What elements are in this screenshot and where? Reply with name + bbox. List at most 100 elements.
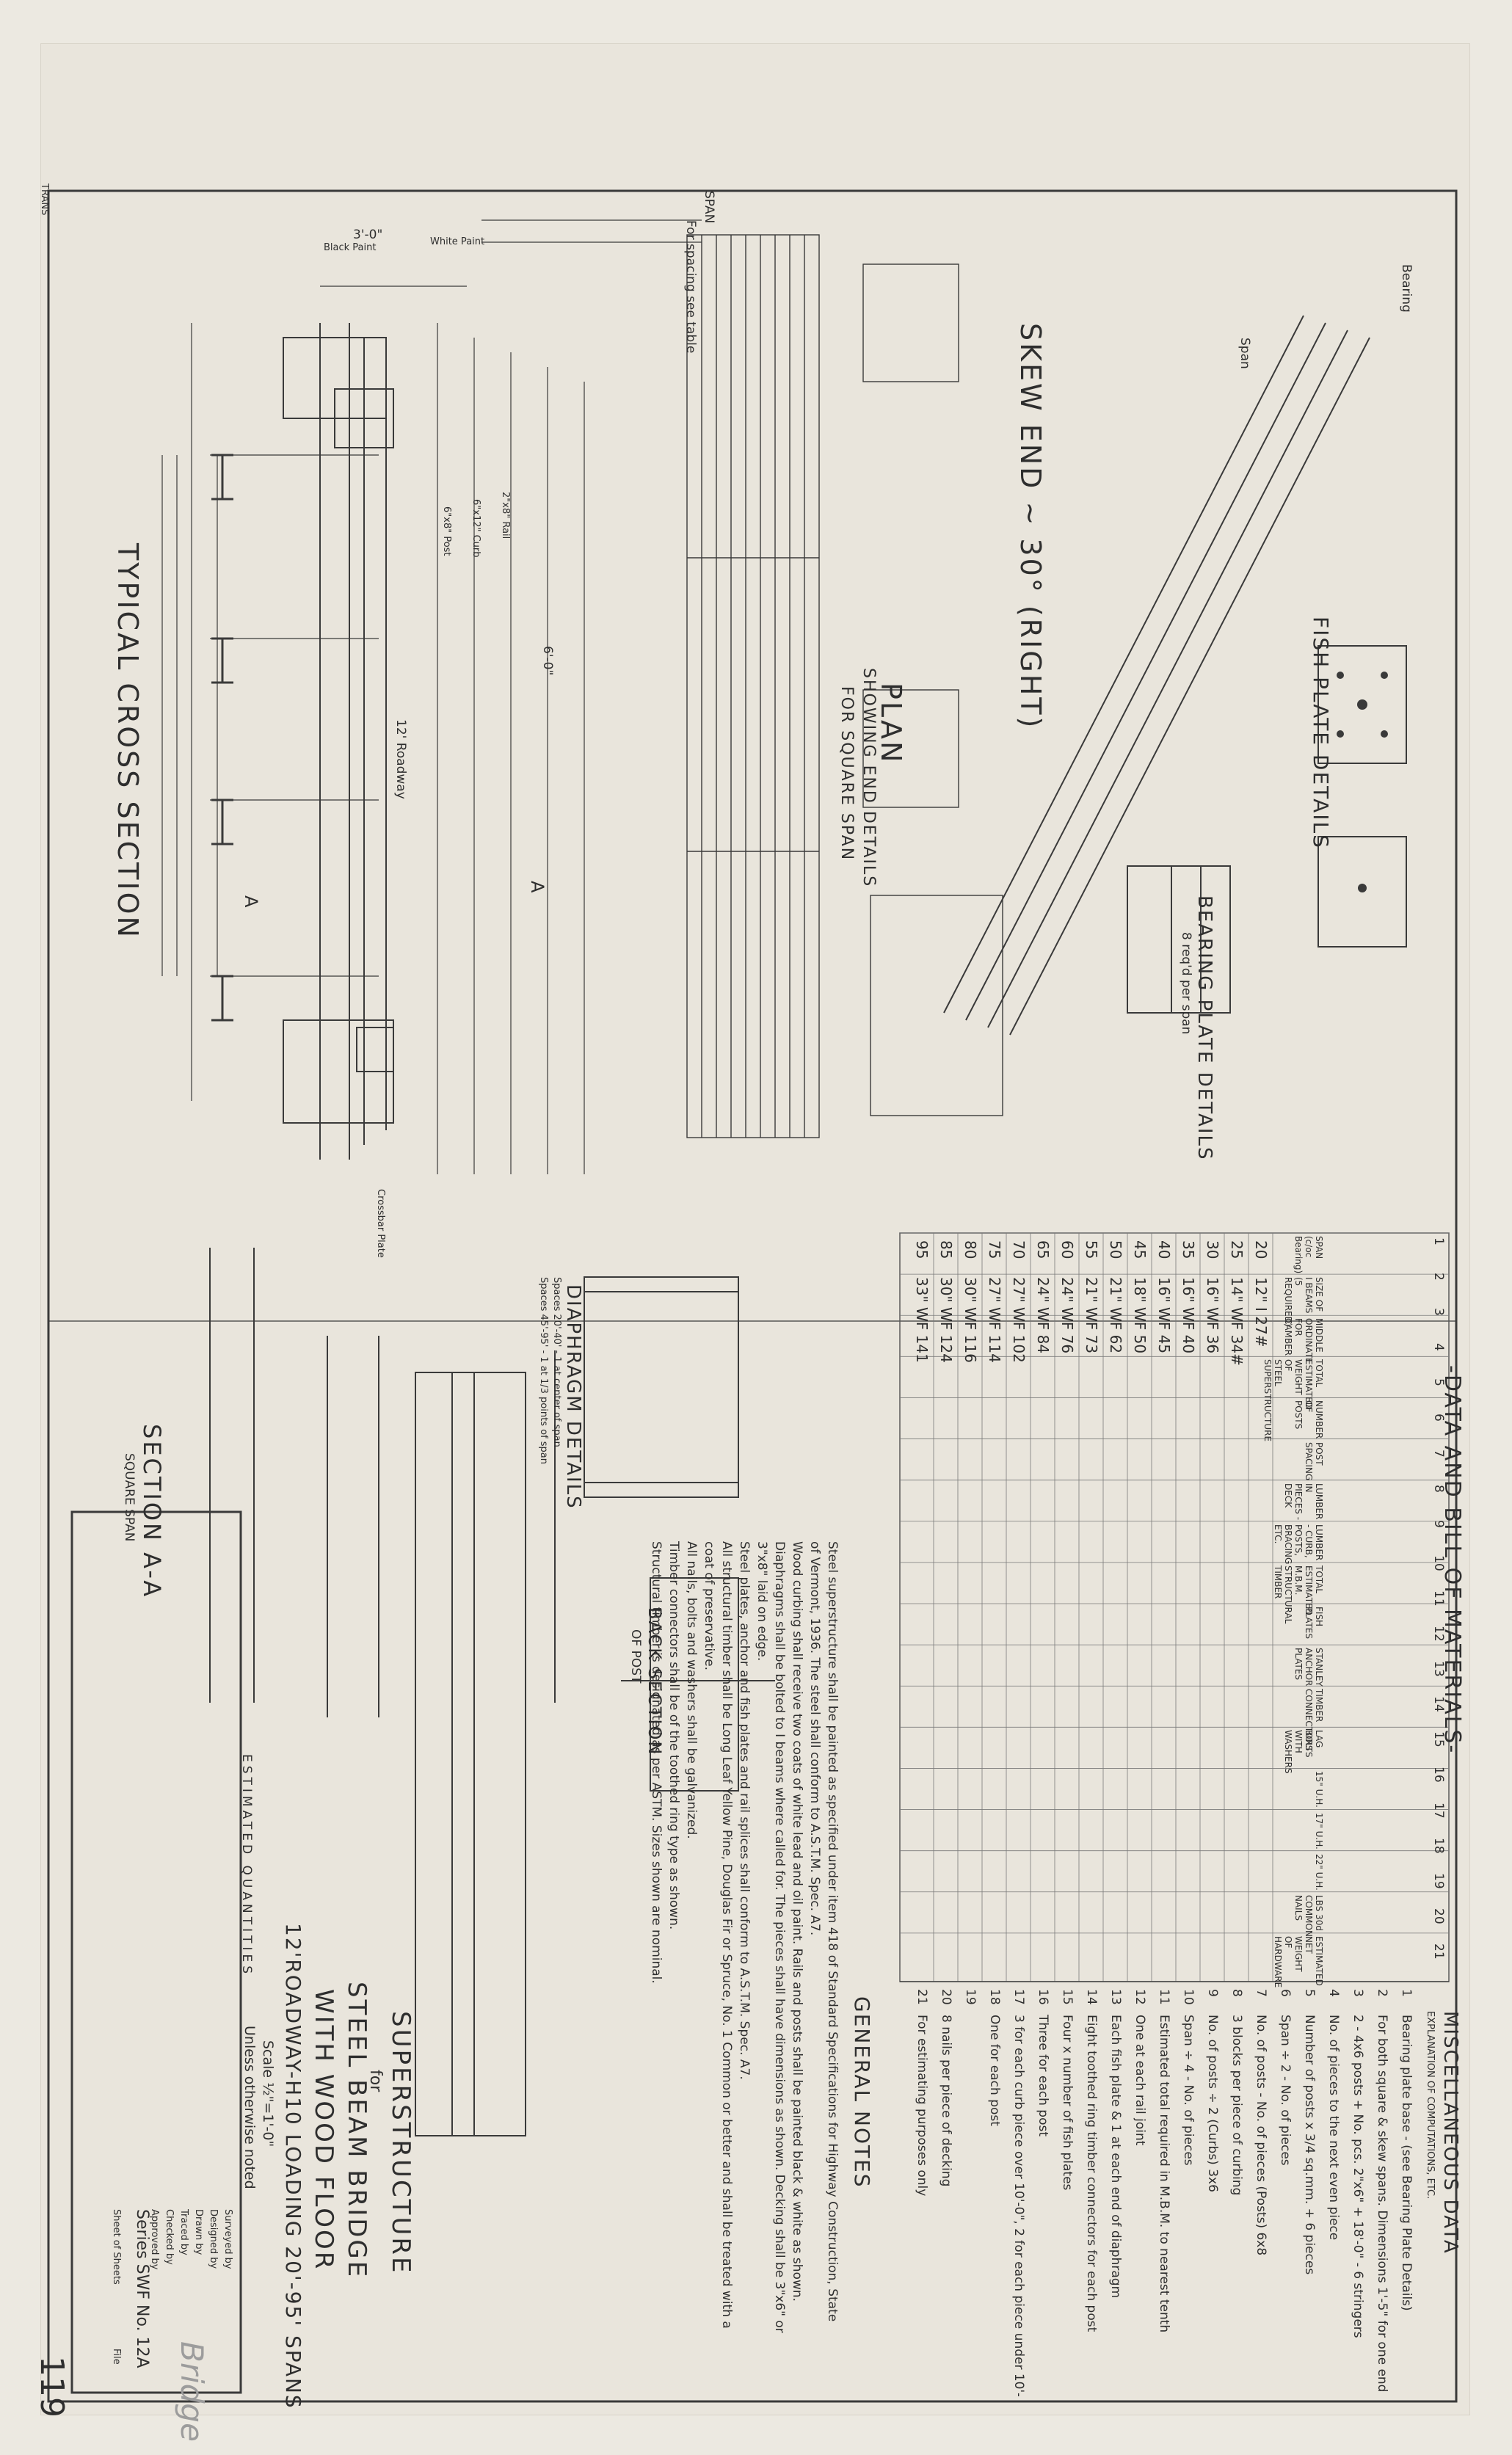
diaphragm-sub-1: Spaces 20'-40' - 1 at center of span (551, 1277, 562, 1447)
beam-size-value: 33" WF 141 (913, 1277, 931, 1363)
materials-column-number: 7 (1431, 1449, 1446, 1458)
misc-row-text: Eight toothed ring timber connectors for… (1084, 2015, 1099, 2332)
title-unless: Unless otherwise noted (241, 2026, 258, 2189)
span-value: 50 (1107, 1240, 1124, 1259)
materials-column-number: 2 (1431, 1273, 1446, 1281)
beam-size-value: 16" WF 45 (1155, 1277, 1173, 1354)
span-value: 60 (1058, 1240, 1076, 1259)
materials-header: LUMBER - CURB, POSTS, BRACING ETC. (1273, 1524, 1324, 1565)
plan-subtitle-1: SHOWING END DETAILS (859, 668, 878, 888)
materials-column-number: 17 (1431, 1802, 1446, 1819)
materials-header: 15" U.H. (1314, 1771, 1324, 1808)
notes-list: Steel superstructure shall be painted as… (647, 1541, 841, 2334)
misc-row-text: One for each post (987, 2015, 1002, 2126)
title-field-label: Traced by (178, 2209, 189, 2255)
post-note: 6"x8" Post (441, 506, 452, 556)
diaphragm-sub-2: Spaces 45'-95' - 1 at 1/3 points of span (538, 1277, 549, 1465)
beam-size-value: 27" WF 102 (1010, 1277, 1028, 1363)
materials-header: TOTAL ESTIMATED WEIGHT OF STEEL SUPERSTR… (1262, 1359, 1324, 1442)
section-a-marker-2: A (527, 881, 548, 893)
notes-title: GENERAL NOTES (850, 1996, 874, 2189)
diaphragm-title: DIAPHRAGM DETAILS (562, 1284, 584, 1510)
misc-row-number: 1 (1399, 1989, 1414, 1997)
plan-subtitle-2: FOR SQUARE SPAN (837, 686, 856, 862)
title-field-label: Approved by (149, 2209, 160, 2270)
misc-row-text: No. of posts ÷ 2 (Curbs) 3x6 (1205, 2015, 1220, 2192)
section-aa-sub: SQUARE SPAN (122, 1453, 137, 1542)
materials-header: STANLEY ANCHOR PLATES (1293, 1648, 1324, 1687)
misc-row-text: 2 - 4x6 posts + No. pcs. 2"x6" + 18'-0" … (1351, 2015, 1365, 2338)
beam-size-value: 21" WF 62 (1107, 1277, 1124, 1354)
pencil-bridge-note: Bridge (174, 2341, 210, 2442)
misc-row-number: 8 (1229, 1989, 1244, 1997)
misc-row-number: 15 (1060, 1989, 1075, 2005)
estimated-quantities: ESTIMATED QUANTITIES (239, 1754, 254, 1978)
materials-header: LUMBER IN PIECES - DECK (1283, 1483, 1324, 1520)
span-value: 20 (1252, 1240, 1270, 1259)
drawing-linework (47, 189, 1458, 2403)
misc-row-number: 9 (1205, 1989, 1220, 1997)
misc-row-text: Estimated total required in M.B.M. to ne… (1157, 2015, 1171, 2333)
span-value: 65 (1034, 1240, 1052, 1259)
misc-row-number: 18 (987, 1989, 1002, 2005)
materials-column-number: 6 (1431, 1414, 1446, 1422)
span-spacing-note: For spacing see table (683, 220, 698, 354)
corner-mark: TRANS (39, 183, 50, 216)
drawing-sheet: TRANS SKEW END ~ 30° (RIGHT) PLAN SHOWIN… (33, 44, 1469, 2442)
misc-row-number: 12 (1133, 1989, 1147, 2005)
section-aa-title: SECTION A-A (138, 1424, 166, 1599)
beam-size-value: 27" WF 114 (986, 1277, 1003, 1363)
misc-row-number: 20 (939, 1989, 953, 2005)
misc-row-text: Span ÷ 2 - No. of pieces (1278, 2015, 1293, 2166)
span-value: 95 (913, 1240, 931, 1259)
page-number: 119 (33, 2356, 70, 2418)
materials-header: POST SPACING (1304, 1441, 1324, 1480)
misc-row-number: 16 (1036, 1989, 1050, 2005)
materials-column-number: 20 (1431, 1907, 1446, 1924)
misc-row-number: 10 (1181, 1989, 1196, 2005)
misc-subtitle: EXPLANATION OF COMPUTATIONS, ETC. (1425, 2011, 1436, 2200)
beam-size-value: 24" WF 76 (1058, 1277, 1076, 1354)
general-note-paragraph: All nails, bolts and washers shall be ga… (684, 1541, 699, 1839)
materials-column-number: 11 (1431, 1590, 1446, 1607)
dim-3-0: 3'-0" (353, 228, 383, 242)
span-value: 75 (986, 1240, 1003, 1259)
materials-header: 22" U.H. (1314, 1853, 1324, 1891)
span-value: 85 (937, 1240, 955, 1259)
materials-column-number: 4 (1431, 1343, 1446, 1352)
roadway-label: 12' Roadway (393, 719, 408, 799)
span-value: 70 (1010, 1240, 1028, 1259)
materials-header: LAG BOLTS WITH WASHERS (1283, 1730, 1324, 1774)
materials-column-number: 16 (1431, 1767, 1446, 1783)
materials-column-number: 1 (1431, 1237, 1446, 1245)
title-line-1: SUPERSTRUCTURE (386, 2011, 415, 2275)
misc-row-number: 7 (1254, 1989, 1268, 1997)
materials-header: TOTAL ESTIMATED M.B.M. STRUCTURAL TIMBER (1273, 1565, 1324, 1624)
span-value: 55 (1083, 1240, 1100, 1259)
misc-row-number: 5 (1302, 1989, 1317, 1997)
materials-column-number: 10 (1431, 1554, 1446, 1571)
bearing-label: Bearing (1399, 264, 1414, 313)
materials-header: LBS 30d COMMON NAILS (1293, 1894, 1324, 1937)
misc-row-number: 14 (1084, 1989, 1099, 2005)
general-note-paragraph: All structural timber shall be Long Leaf… (702, 1541, 734, 2329)
plan-title: PLAN (875, 683, 907, 765)
span-value: 30 (1204, 1240, 1221, 1259)
misc-row-text: 3 for each curb piece over 10'-0", 2 for… (1011, 2015, 1026, 2396)
title-field-label: Drawn by (193, 2209, 204, 2255)
materials-column-number: 12 (1431, 1626, 1446, 1642)
misc-row-text: Span ÷ 4 - No. of pieces (1181, 2015, 1196, 2166)
general-note-paragraph: Structural timber is designated as per A… (649, 1541, 664, 1984)
materials-header: MIDDLE ORDINATE FOR CAMBER (1283, 1318, 1324, 1364)
general-note-paragraph: Steel superstructure shall be painted as… (807, 1541, 840, 2322)
beam-size-value: 30" WF 124 (937, 1277, 955, 1363)
crossbar-note: Crossbar Plate (375, 1189, 386, 1258)
materials-header: ESTIMATED NET WEIGHT OF HARDWARE (1273, 1935, 1324, 1988)
materials-header: SIZE OF I BEAMS (5 REQUIRED) (1283, 1277, 1324, 1327)
misc-row-number: 17 (1011, 1989, 1026, 2005)
sheet-of-label: Sheet of Sheets (111, 2209, 122, 2285)
misc-row-text: Four x number of fish plates (1060, 2015, 1075, 2191)
bearing-plate-sub: 8 req'd per span (1179, 932, 1193, 1035)
file-label: File (111, 2349, 122, 2365)
misc-row-text: Three for each post (1036, 2015, 1050, 2136)
